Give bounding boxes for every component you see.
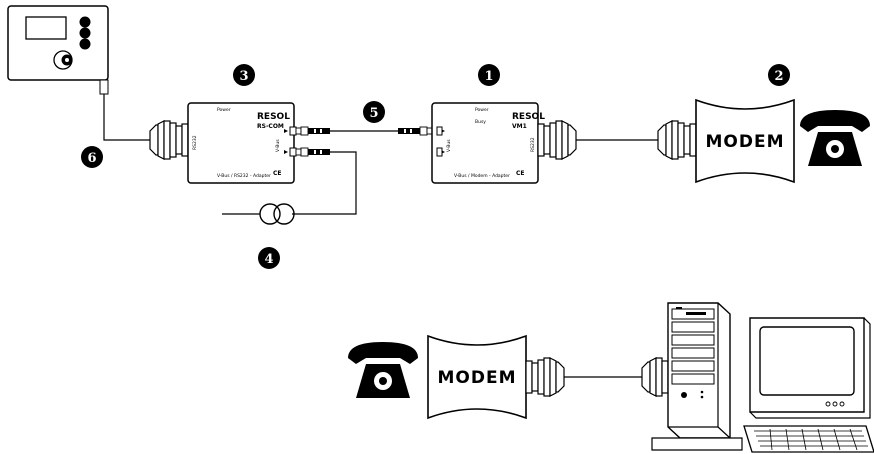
adapter-right-caption: V-Bus / Modem - Adapter [454, 173, 510, 179]
svg-text:1: 1 [484, 69, 493, 84]
adapter-right-model: VM1 [512, 123, 527, 130]
svg-text:3: 3 [239, 69, 248, 84]
connector-plug-vm1 [537, 120, 577, 160]
monitor-icon [749, 317, 871, 419]
computer-tower-icon [651, 302, 743, 451]
callout-4: 4 [258, 247, 280, 269]
callout-1: 1 [478, 64, 500, 86]
adapter-rs-com: Power RESOL RS-COM RS232 V-Bus V-Bus / R… [187, 102, 297, 184]
adapter-right-ce-mark: CE [516, 170, 525, 177]
cinch-plug-upper [295, 126, 330, 136]
svg-text:5: 5 [369, 106, 378, 121]
controller-icon [7, 5, 109, 95]
power-transformer-icon [259, 203, 295, 225]
connector-plug-modem-bottom [525, 357, 565, 397]
callout-3: 3 [233, 64, 255, 86]
svg-text:4: 4 [264, 252, 273, 267]
adapter-right-brand: RESOL [512, 112, 545, 122]
connector-plug-left [149, 120, 189, 160]
connector-plug-computer [641, 357, 669, 397]
callout-2: 2 [768, 64, 790, 86]
svg-text:6: 6 [87, 151, 96, 166]
adapter-left-port-rs232: RS232 [192, 135, 198, 150]
adapter-left-model: RS-COM [257, 123, 284, 130]
adapter-right-power-label: Power [475, 107, 489, 113]
modem-bottom: MODEM [427, 334, 527, 420]
svg-text:2: 2 [774, 69, 783, 84]
adapter-left-ce-mark: CE [273, 170, 282, 177]
keyboard-icon [743, 425, 874, 453]
power-cable [292, 151, 357, 215]
adapter-right-port-vbus: V-Bus [446, 139, 452, 152]
telephone-icon [800, 110, 870, 166]
connector-plug-modem-top [657, 120, 697, 160]
telephone-icon [348, 342, 418, 398]
adapter-left-port-vbus: V-Bus [275, 139, 281, 152]
callout-6: 6 [81, 146, 103, 168]
adapter-right-busy-label: Busy [475, 119, 486, 125]
callout-5: 5 [363, 101, 385, 123]
adapter-left-brand: RESOL [257, 112, 290, 122]
modem-top: MODEM [695, 98, 795, 184]
cinch-plug-right [398, 126, 433, 136]
modem-top-label: MODEM [705, 132, 784, 152]
adapter-right-port-rs232: RS232 [530, 137, 536, 152]
adapter-vm1: Power Busy RESOL VM1 V-Bus RS232 V-Bus /… [431, 102, 545, 184]
cable-controller [103, 94, 150, 141]
modem-bottom-label: MODEM [437, 368, 516, 388]
cinch-plug-lower [295, 147, 330, 157]
adapter-left-power-label: Power [217, 107, 231, 113]
adapter-left-caption: V-Bus / RS232 - Adapter [217, 173, 271, 179]
